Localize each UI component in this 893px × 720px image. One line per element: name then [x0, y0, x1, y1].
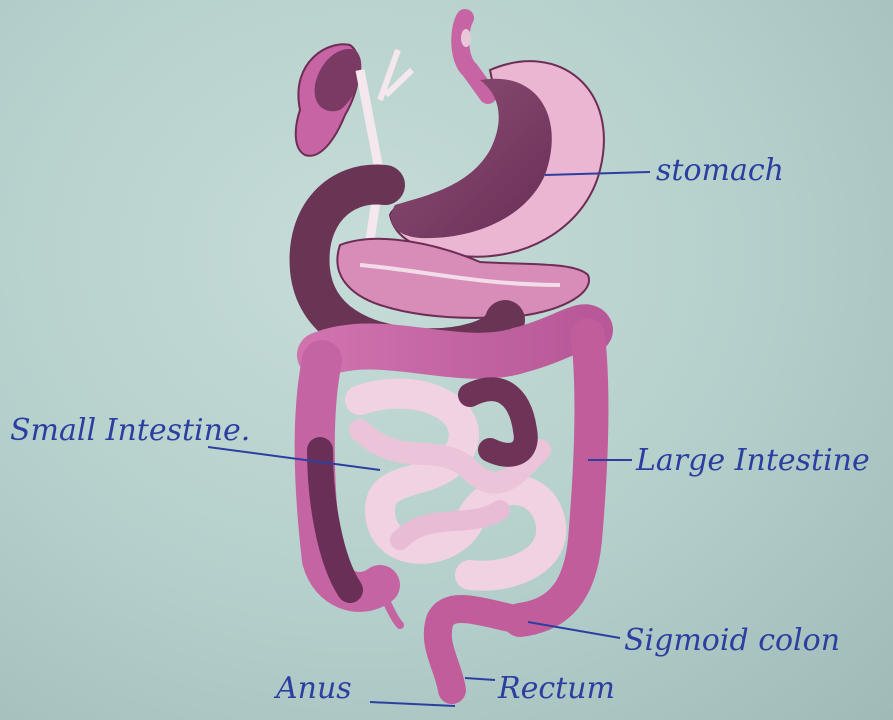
small-intestine-leader — [208, 447, 380, 470]
anus-label: Anus — [273, 671, 352, 706]
small-intestine-label: Small Intestine. — [10, 413, 250, 448]
esophagus — [460, 18, 488, 95]
anus-leader — [370, 702, 455, 706]
gall-bladder — [296, 44, 362, 156]
small-intestine-organ — [360, 389, 551, 576]
large-intestine-label: Large Intestine — [635, 443, 870, 478]
rectum-leader — [465, 678, 495, 680]
sigmoid-colon-label: Sigmoid colon — [624, 623, 840, 658]
rectum-label: Rectum — [497, 671, 615, 706]
stomach-organ — [390, 61, 604, 256]
stomach-label: stomach — [656, 153, 784, 188]
